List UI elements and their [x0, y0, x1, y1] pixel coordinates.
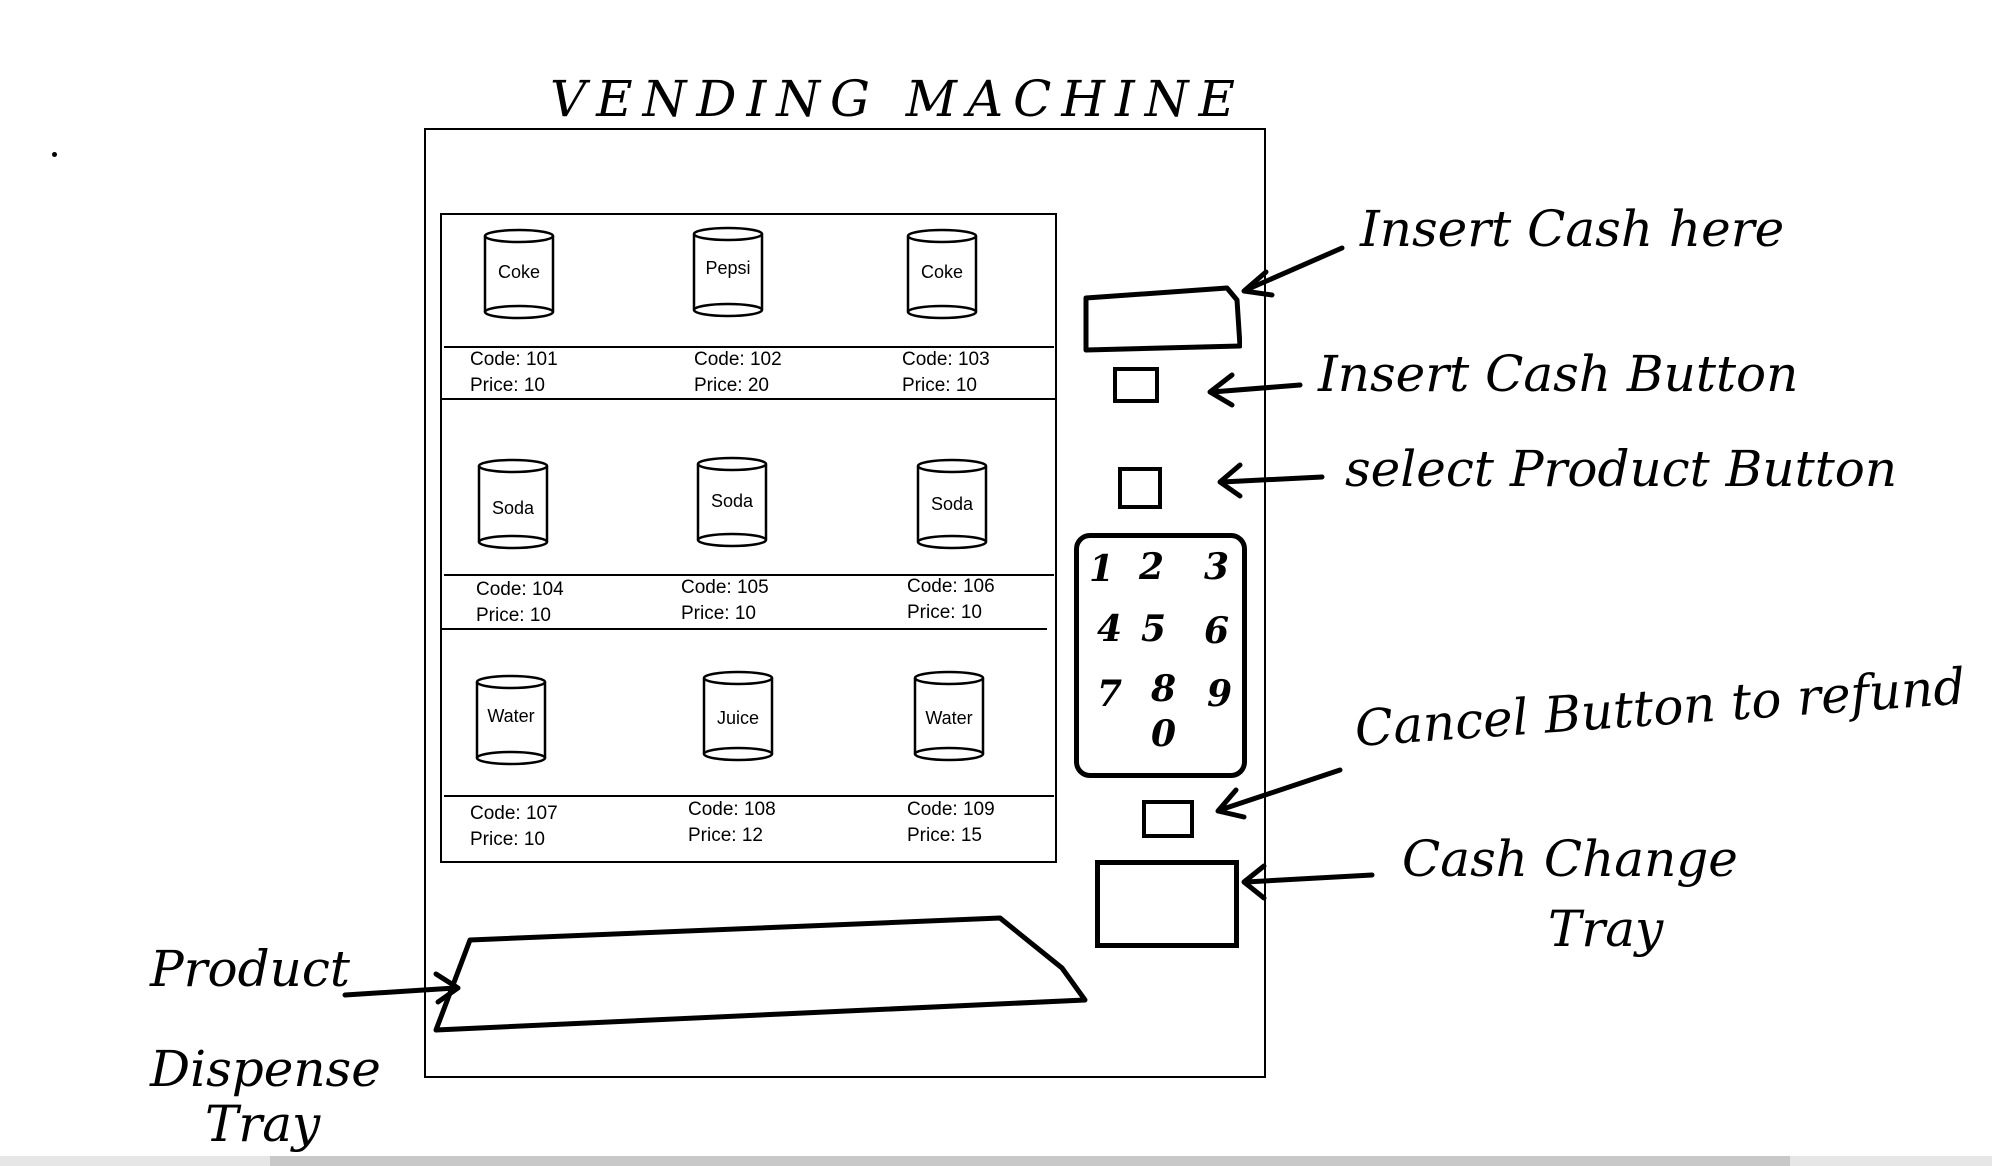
shelf-divider: [442, 628, 1047, 630]
product-code: Code: 105: [681, 577, 769, 598]
cash-insert-slot[interactable]: [1082, 284, 1242, 354]
annotation-cash-change-tray-line2: Tray: [1548, 900, 1664, 958]
product-name: Water: [487, 706, 535, 726]
product-name: Soda: [491, 498, 535, 518]
product-name: Pepsi: [705, 258, 751, 278]
product-info: Code: 109 Price: 15: [907, 797, 995, 849]
annotation-cash-change-tray-line1: Cash Change: [1402, 830, 1738, 888]
product-can[interactable]: Pepsi: [692, 226, 764, 318]
keypad-key-4[interactable]: 4: [1097, 608, 1123, 650]
diagram-title: VENDING MACHINE: [550, 70, 1245, 128]
shelf-divider: [442, 398, 1055, 400]
shelf-divider: [444, 795, 1054, 797]
product-info: Code: 105 Price: 10: [681, 575, 769, 627]
annotation-insert-cash-here: Insert Cash here: [1360, 200, 1785, 258]
product-info: Code: 107 Price: 10: [470, 801, 558, 853]
keypad-key-9[interactable]: 9: [1207, 673, 1233, 715]
product-can[interactable]: Water: [913, 670, 985, 762]
insert-cash-button[interactable]: [1113, 367, 1159, 403]
product-price: Price: 10: [902, 375, 977, 396]
product-code: Code: 104: [476, 579, 564, 600]
product-price: Price: 10: [470, 375, 545, 396]
product-can[interactable]: Juice: [702, 670, 774, 762]
product-can[interactable]: Coke: [906, 228, 978, 320]
annotation-insert-cash-button: Insert Cash Button: [1318, 345, 1799, 403]
product-name: Coke: [497, 262, 541, 282]
product-info: Code: 102 Price: 20: [694, 347, 782, 399]
product-name: Coke: [920, 262, 964, 282]
cash-change-tray[interactable]: [1095, 860, 1239, 948]
product-can[interactable]: Water: [475, 674, 547, 766]
product-code: Code: 101: [470, 349, 558, 370]
keypad-key-6[interactable]: 6: [1204, 610, 1230, 652]
product-info: Code: 103 Price: 10: [902, 347, 990, 399]
cancel-refund-button[interactable]: [1142, 800, 1194, 838]
annotation-product-dispense-tray-line3: Tray: [205, 1095, 321, 1153]
scrollbar-thumb[interactable]: [270, 1156, 1790, 1166]
product-code: Code: 109: [907, 799, 995, 820]
keypad-key-0[interactable]: 0: [1151, 713, 1177, 755]
product-name: Water: [925, 708, 973, 728]
product-price: Price: 10: [476, 605, 551, 626]
product-can[interactable]: Soda: [477, 458, 549, 550]
keypad: 1 2 3 4 5 6 7 8 9 0: [1074, 533, 1247, 778]
keypad-key-1[interactable]: 1: [1089, 548, 1115, 590]
product-code: Code: 107: [470, 803, 558, 824]
product-info: Code: 106 Price: 10: [907, 574, 995, 626]
keypad-key-8[interactable]: 8: [1151, 668, 1177, 710]
product-info: Code: 101 Price: 10: [470, 347, 558, 399]
product-code: Code: 108: [688, 799, 776, 820]
product-price: Price: 10: [681, 603, 756, 624]
product-price: Price: 10: [470, 829, 545, 850]
keypad-key-3[interactable]: 3: [1204, 546, 1230, 588]
product-price: Price: 10: [907, 602, 982, 623]
product-name: Soda: [710, 491, 754, 511]
keypad-key-7[interactable]: 7: [1097, 673, 1123, 715]
stray-dot: [52, 152, 57, 157]
product-can[interactable]: Soda: [916, 458, 988, 550]
product-can[interactable]: Coke: [483, 228, 555, 320]
select-product-button[interactable]: [1118, 467, 1162, 509]
annotation-product-dispense-tray-line2: Dispense: [150, 1040, 381, 1098]
annotation-select-product-button: select Product Button: [1345, 440, 1898, 498]
product-name: Soda: [930, 494, 974, 514]
annotation-product-dispense-tray-line1: Product: [150, 940, 350, 998]
product-code: Code: 106: [907, 576, 995, 597]
keypad-key-2[interactable]: 2: [1139, 546, 1165, 588]
product-code: Code: 103: [902, 349, 990, 370]
product-price: Price: 20: [694, 375, 769, 396]
shelf-divider: [444, 574, 1054, 576]
keypad-key-5[interactable]: 5: [1141, 608, 1167, 650]
product-display-box: [440, 213, 1057, 863]
shelf-divider: [444, 346, 1054, 348]
product-can[interactable]: Soda: [696, 456, 768, 548]
vending-machine-body: [424, 128, 1266, 1078]
product-name: Juice: [716, 708, 760, 728]
product-code: Code: 102: [694, 349, 782, 370]
product-info: Code: 108 Price: 12: [688, 797, 776, 849]
product-info: Code: 104 Price: 10: [476, 577, 564, 629]
product-price: Price: 15: [907, 825, 982, 846]
product-price: Price: 12: [688, 825, 763, 846]
